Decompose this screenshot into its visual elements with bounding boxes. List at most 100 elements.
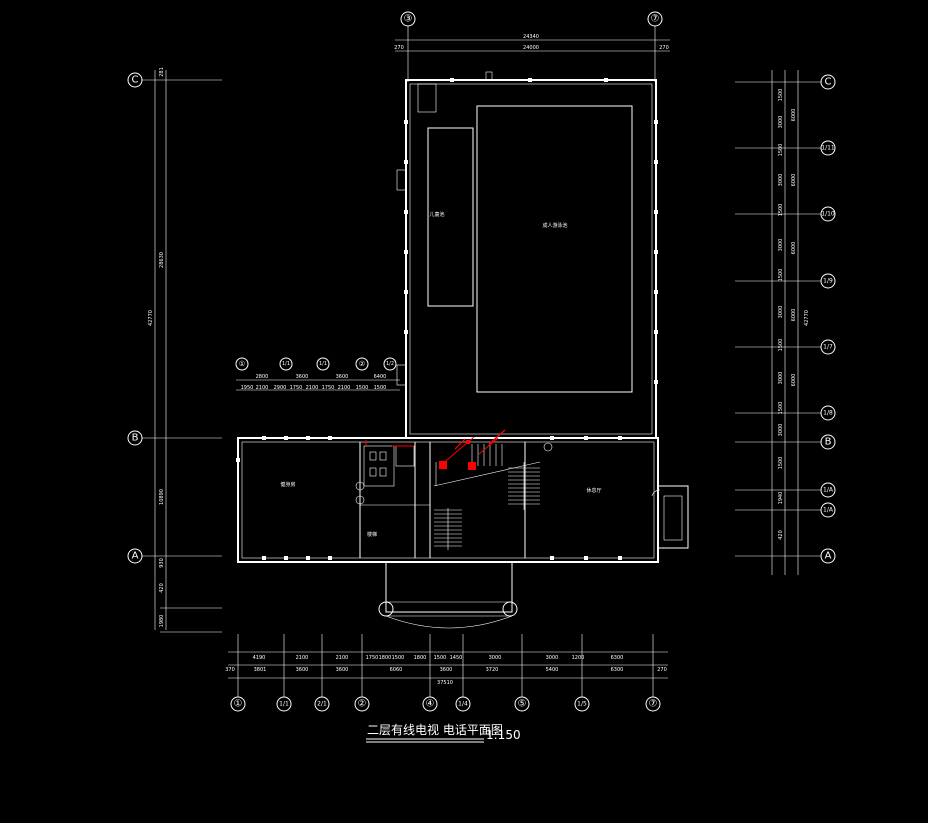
right-grid-label-9: A (825, 551, 832, 562)
left-grid-bubble-b: B (127, 430, 143, 446)
dim-top-inner: 24000 (523, 45, 539, 51)
mid-bubble-0: ① (235, 357, 249, 371)
bot-r2-1: 3801 (254, 667, 267, 673)
bottom-bubble-1: 1/1 (276, 696, 292, 712)
bot-r2-8: 6300 (611, 667, 624, 673)
bottom-bubble-label-4: ④ (426, 699, 435, 710)
right-grid-label-7: 1/A (823, 487, 834, 494)
dim-right-sub-2: 6000 (791, 242, 797, 255)
bottom-dimension-row1: 4190 2100 2100 1750 1800 1500 1800 1500 … (253, 655, 624, 661)
lower-wing-windows (236, 436, 622, 560)
dim-right-seg-7: 3000 (778, 306, 784, 319)
mid-dim-small-6: 2100 (338, 385, 351, 391)
bottom-dimension-lines (228, 634, 668, 697)
bottom-bubble-8: ⑦ (645, 696, 661, 712)
drawing-title-block: 二层有线电视 电话平面图 1:150 (366, 722, 521, 743)
mid-dim-small-4: 2100 (306, 385, 319, 391)
bot-r2-9: 270 (657, 667, 667, 673)
core-details (355, 442, 689, 550)
right-grid-bubble-1-a-upper: 1/A (820, 482, 836, 498)
right-grid-label-8: 1/A (823, 507, 834, 514)
mid-dim-small-8: 1500 (374, 385, 387, 391)
dim-right-seg-10: 1500 (778, 402, 784, 415)
dim-right-seg-14: 420 (778, 530, 784, 540)
mid-bubble-4: 1/2 (383, 357, 397, 371)
bot-r1-11: 1200 (572, 655, 585, 661)
mid-dim-0: 2800 (256, 374, 269, 380)
dim-right-seg-2: 1500 (778, 144, 784, 157)
right-extension-lines (735, 70, 821, 575)
bottom-dimension-row2: 370 3801 3600 3600 6060 3600 3720 5400 6… (225, 667, 667, 686)
mid-dim-small-0: 1950 (241, 385, 254, 391)
room-right: 休息厅 (586, 487, 601, 494)
bottom-bubble-7: 1/5 (574, 696, 590, 712)
left-grid-label-a: A (132, 551, 139, 562)
upper-hall-windows (404, 78, 658, 384)
bottom-bubble-0: ① (230, 696, 246, 712)
mid-dim-3: 6400 (374, 374, 387, 380)
dim-right-seg-3: 3000 (778, 174, 784, 187)
right-grid-bubble-1-11: 1/11 (820, 140, 836, 156)
bottom-bubble-label-7: 1/5 (577, 701, 587, 708)
bottom-bubble-label-1: 1/1 (279, 701, 289, 708)
mid-dim-2: 3600 (336, 374, 349, 380)
right-grid-label-0: C (825, 77, 832, 88)
bottom-bubble-3: ② (354, 696, 370, 712)
dim-left-bottom: 930 (159, 558, 165, 568)
dim-right-sub-4: 6000 (791, 374, 797, 387)
right-grid-label-4: 1/7 (823, 344, 833, 351)
bot-r1-5: 1500 (392, 655, 405, 661)
dim-left-top: 281 (159, 67, 165, 77)
bot-r1-9: 3000 (489, 655, 502, 661)
dim-top-end-right: 270 (659, 45, 669, 51)
bot-r1-12: 6300 (611, 655, 624, 661)
small-pool-outline (427, 127, 474, 307)
bottom-bubble-4: ④ (422, 696, 438, 712)
right-grid-bubble-1-8: 1/8 (820, 405, 836, 421)
left-grid-label-c: C (132, 75, 139, 86)
bot-r2-4: 6060 (390, 667, 403, 673)
dim-right-sub-1: 6000 (791, 174, 797, 187)
bot-r2-0: 370 (225, 667, 235, 673)
dim-top-end-left: 270 (394, 45, 404, 51)
right-grid-bubble-1-a-lower: 1/A (820, 502, 836, 518)
room-stair: 楼梯 (367, 531, 377, 538)
dim-left-small-a: 420 (159, 583, 165, 593)
bottom-grid-bubbles: ① 1/1 2/1 ② ④ 1/4 ⑤ 1/5 (230, 696, 661, 712)
dim-left-lower: 10890 (159, 489, 165, 505)
left-grid-bubble-a: A (127, 548, 143, 564)
right-grid-label-2: 1/10 (821, 211, 835, 218)
bottom-bubble-5: 1/4 (455, 696, 471, 712)
right-grid-label-1: 1/11 (821, 145, 835, 152)
bot-r2-5: 3600 (440, 667, 453, 673)
top-grid-bubble-3: ③ (400, 11, 416, 27)
bot-r2-3: 3600 (336, 667, 349, 673)
bot-r1-1: 2100 (296, 655, 309, 661)
dim-left-upper: 28630 (159, 252, 165, 268)
left-grid-bubble-c: C (127, 72, 143, 88)
room-left: 健身房 (280, 481, 295, 488)
mid-row-bubbles: ① 1/1 1/1 ② 1/2 2800 3600 3600 6400 1950… (235, 357, 400, 391)
dim-right-seg-5: 3000 (778, 239, 784, 252)
dim-right-seg-12: 1500 (778, 457, 784, 470)
right-grid-bubble-1-9: 1/9 (820, 273, 836, 289)
mid-bubble-3: ② (355, 357, 369, 371)
mid-bubble-label-0: ① (239, 360, 245, 368)
large-pool-outline (476, 105, 633, 393)
top-grid-bubble-7: ⑦ (647, 11, 663, 27)
dim-right-total: 42770 (804, 310, 810, 326)
bot-r1-3: 1750 (366, 655, 379, 661)
dim-right-seg-9: 3000 (778, 372, 784, 385)
dim-right-seg-13: 1940 (778, 492, 784, 505)
bot-r1-0: 4190 (253, 655, 266, 661)
bot-total: 37510 (437, 680, 453, 686)
mid-dim-small-3: 1750 (290, 385, 303, 391)
right-grid-label-3: 1/9 (823, 278, 833, 285)
bottom-bubble-label-3: ② (358, 699, 367, 710)
dim-top-outer: 24340 (523, 34, 539, 40)
bottom-bubble-label-5: 1/4 (458, 701, 468, 708)
upper-hall: 成人游泳池 儿童池 (396, 71, 657, 439)
right-grid-bubble-a: A (820, 548, 836, 564)
room-large-hall: 成人游泳池 (542, 222, 567, 229)
bottom-bubble-label-0: ① (234, 699, 243, 710)
